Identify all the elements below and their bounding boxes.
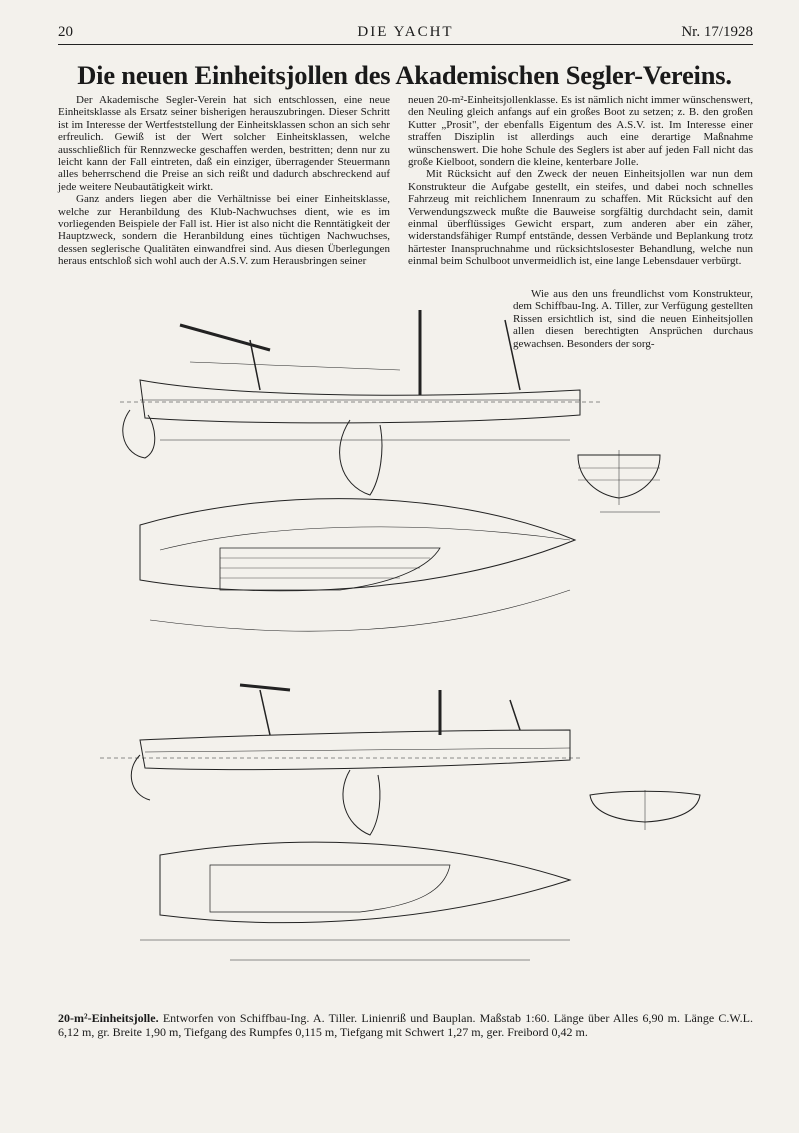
sheer-profile: [120, 310, 600, 496]
caption-bold: 20-m²-Einheitsjolle.: [58, 1011, 163, 1025]
paragraph: Wie aus den uns freundlichst vom Konstru…: [513, 288, 753, 350]
issue-number: Nr. 17/1928: [681, 24, 753, 40]
magazine-name: DIE YACHT: [357, 24, 454, 40]
paragraph: Ganz anders liegen aber die Verhältnisse…: [58, 193, 390, 268]
caption-text: Entworfen von Schiffbau-Ing. A. Tiller. …: [58, 1011, 753, 1039]
boat-plan-svg: [100, 310, 701, 961]
paragraph: Mit Rücksicht auf den Zweck der neuen Ei…: [408, 168, 753, 268]
figure-caption: 20-m²-Einheitsjolle. Entworfen von Schif…: [58, 1011, 753, 1039]
page-number: 20: [58, 24, 73, 40]
running-head: 20 DIE YACHT Nr. 17/1928: [58, 24, 753, 44]
half-breadth-plan: [139, 498, 577, 632]
article-title: Die neuen Einheitsjollen des Akademische…: [77, 60, 732, 90]
paragraph: Der Akademische Segler-Verein hat sich e…: [58, 94, 390, 193]
body-plan-section: [577, 450, 661, 513]
header-rule: [58, 44, 753, 45]
paragraph: neuen 20-m²-Einheitsjollenklasse. Es ist…: [408, 94, 753, 169]
boat-plan-drawing: [100, 290, 770, 1010]
construction-plan: [140, 841, 572, 961]
construction-profile: [100, 683, 580, 836]
text-column-left: Der Akademische Segler-Verein hat sich e…: [58, 94, 390, 268]
text-column-right-narrow: Wie aus den uns freundlichst vom Konstru…: [513, 288, 753, 350]
construction-section: [589, 790, 701, 830]
text-column-right: neuen 20-m²-Einheitsjollenklasse. Es ist…: [408, 94, 753, 268]
